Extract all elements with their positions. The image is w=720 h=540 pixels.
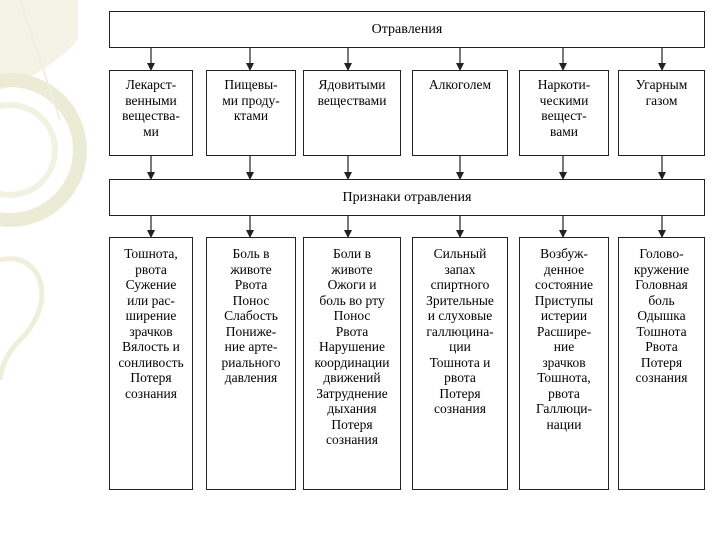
signs-label: Голово- кружение Головная боль Одышка То… xyxy=(633,246,690,385)
poisoning-header-label: Отравления xyxy=(371,21,443,37)
cause-box-narcotics: Наркоти- ческими вещест- вами xyxy=(519,70,609,156)
signs-box-carbon-monoxide: Голово- кружение Головная боль Одышка То… xyxy=(618,237,705,490)
signs-header-label: Признаки отравления xyxy=(342,189,472,205)
cause-label: Ядовитыми веществами xyxy=(317,77,387,108)
signs-label: Возбуж- денное состояние Приступы истери… xyxy=(534,246,594,432)
signs-label: Боль в животе Рвота Понос Слабость Пониж… xyxy=(221,246,281,385)
signs-label: Сильный запах спиртного Зрительные и слу… xyxy=(426,246,494,416)
signs-label: Боли в животе Ожоги и боль во рту Понос … xyxy=(314,246,390,447)
cause-box-medications: Лекарст- венными веществa- ми xyxy=(109,70,193,156)
signs-box-poisons: Боли в животе Ожоги и боль во рту Понос … xyxy=(303,237,401,490)
cause-label: Угарным газом xyxy=(635,77,688,108)
cause-label: Пищевы- ми проду- ктами xyxy=(222,77,280,123)
cause-box-food: Пищевы- ми проду- ктами xyxy=(206,70,296,156)
cause-label: Наркоти- ческими вещест- вами xyxy=(537,77,591,139)
signs-label: Тошнота, рвота Сужение или рас- ширение … xyxy=(118,246,184,401)
cause-label: Алкоголем xyxy=(428,77,492,92)
signs-header-box: Признаки отравления xyxy=(109,179,705,216)
cause-box-alcohol: Алкоголем xyxy=(412,70,508,156)
cause-box-poisons: Ядовитыми веществами xyxy=(303,70,401,156)
signs-box-alcohol: Сильный запах спиртного Зрительные и слу… xyxy=(412,237,508,490)
decorative-swirl xyxy=(0,0,87,381)
signs-box-food: Боль в животе Рвота Понос Слабость Пониж… xyxy=(206,237,296,490)
cause-box-carbon-monoxide: Угарным газом xyxy=(618,70,705,156)
cause-label: Лекарст- венными веществa- ми xyxy=(122,77,180,139)
signs-box-narcotics: Возбуж- денное состояние Приступы истери… xyxy=(519,237,609,490)
poisoning-header-box: Отравления xyxy=(109,11,705,48)
signs-box-medications: Тошнота, рвота Сужение или рас- ширение … xyxy=(109,237,193,490)
